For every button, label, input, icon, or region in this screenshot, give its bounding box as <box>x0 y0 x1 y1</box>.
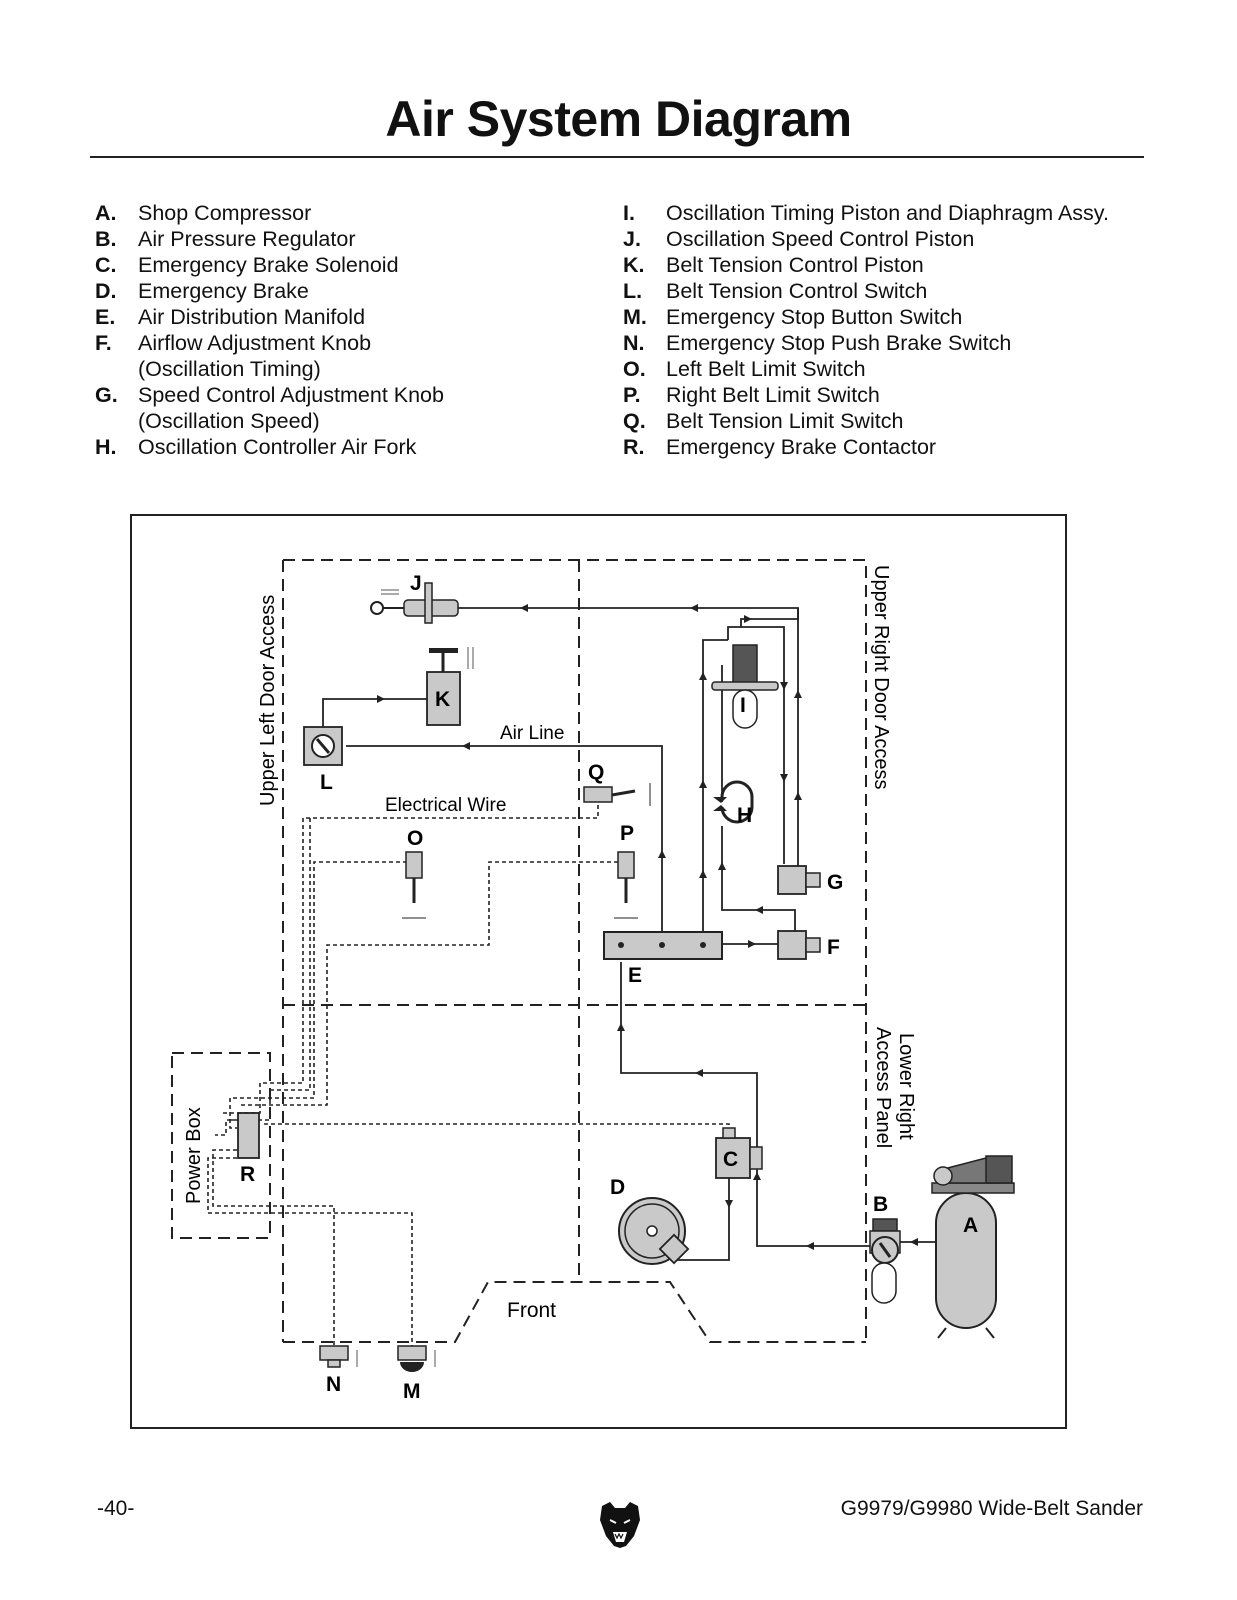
legend-item-i: I.Oscillation Timing Piston and Diaphrag… <box>623 201 1109 225</box>
legend-item-c: C.Emergency Brake Solenoid <box>95 253 399 277</box>
label-j: J <box>410 572 422 595</box>
legend-item-g: G.Speed Control Adjustment Knob <box>95 383 444 407</box>
label-g: G <box>827 871 843 894</box>
bear-head-icon <box>600 1502 640 1548</box>
page-number: -40- <box>97 1497 135 1520</box>
label-b: B <box>873 1193 888 1216</box>
legend-item-n: N.Emergency Stop Push Brake Switch <box>623 331 1012 355</box>
belt-tension-limit-switch <box>583 783 651 806</box>
shop-compressor <box>931 1155 1015 1339</box>
label-i: I <box>740 694 746 717</box>
electrical-wires <box>207 805 730 1346</box>
page-title: Air System Diagram <box>385 91 852 147</box>
label-l: L <box>320 771 333 794</box>
label-h: H <box>737 804 752 827</box>
air-distribution-manifold <box>603 931 723 960</box>
legend-item-h: H.Oscillation Controller Air Fork <box>95 435 417 459</box>
model-name: G9979/G9980 Wide-Belt Sander <box>840 1497 1143 1520</box>
air-line-label: Air Line <box>500 723 564 744</box>
oscillation-timing-piston <box>711 644 779 729</box>
electrical-wire-label: Electrical Wire <box>385 795 506 816</box>
legend-item-p: P.Right Belt Limit Switch <box>623 383 880 407</box>
access-zone-outlines <box>171 559 867 1343</box>
emergency-stop-push-brake-switch <box>319 1345 358 1368</box>
label-e: E <box>628 964 642 987</box>
label-a: A <box>963 1214 978 1237</box>
legend-left: A.Shop Compressor B.Air Pressure Regulat… <box>95 200 575 460</box>
belt-tension-control-switch <box>303 726 343 766</box>
power-box-label: Power Box <box>183 1107 205 1204</box>
flow-arrows <box>377 604 918 1250</box>
lower-right-panel-label-2: Access Panel <box>872 1027 894 1148</box>
legend-item-f-sub: (Oscillation Timing) <box>138 357 321 381</box>
label-r: R <box>240 1163 255 1186</box>
belt-tension-control-piston <box>426 647 474 726</box>
legend-item-l: L.Belt Tension Control Switch <box>623 279 928 303</box>
label-f: F <box>827 936 840 959</box>
label-n: N <box>326 1373 341 1396</box>
legend-right: I.Oscillation Timing Piston and Diaphrag… <box>623 200 1183 460</box>
legend-item-k: K.Belt Tension Control Piston <box>623 253 924 277</box>
emergency-brake-solenoid <box>715 1127 763 1179</box>
label-m: M <box>403 1380 421 1403</box>
speed-control-adjustment-knob <box>777 865 821 895</box>
oscillation-controller-air-fork <box>713 780 754 824</box>
emergency-brake <box>618 1197 690 1265</box>
title-divider <box>90 156 1144 158</box>
label-o: O <box>407 827 423 850</box>
legend-item-r: R.Emergency Brake Contactor <box>623 435 937 459</box>
emergency-stop-button-switch <box>397 1345 436 1372</box>
legend-item-j: J.Oscillation Speed Control Piston <box>623 227 975 251</box>
lower-right-panel-label-1: Lower Right <box>895 1033 917 1140</box>
legend-item-d: D.Emergency Brake <box>95 279 309 303</box>
label-p: P <box>620 822 634 845</box>
oscillation-speed-control-piston <box>370 582 459 624</box>
left-belt-limit-switch <box>402 851 426 919</box>
label-k: K <box>435 688 450 711</box>
right-belt-limit-switch <box>614 851 638 919</box>
air-pressure-regulator <box>869 1218 901 1304</box>
legend-item-m: M.Emergency Stop Button Switch <box>623 305 963 329</box>
upper-right-door-label: Upper Right Door Access <box>870 565 892 790</box>
upper-left-door-label: Upper Left Door Access <box>257 595 279 806</box>
legend-item-f: F.Airflow Adjustment Knob <box>95 331 372 355</box>
label-q: Q <box>588 761 604 784</box>
legend-item-o: O.Left Belt Limit Switch <box>623 357 866 381</box>
label-d: D <box>610 1176 625 1199</box>
diagram-frame <box>130 514 1067 1429</box>
label-c: C <box>723 1148 738 1171</box>
legend-item-g-sub: (Oscillation Speed) <box>138 409 320 433</box>
legend-item-e: E.Air Distribution Manifold <box>95 305 366 329</box>
emergency-brake-contactor <box>237 1112 260 1159</box>
legend-item-q: Q.Belt Tension Limit Switch <box>623 409 904 433</box>
legend-item-b: B.Air Pressure Regulator <box>95 227 356 251</box>
legend-item-a: A.Shop Compressor <box>95 201 312 225</box>
airflow-adjustment-knob <box>777 930 821 960</box>
front-label: Front <box>507 1299 556 1322</box>
